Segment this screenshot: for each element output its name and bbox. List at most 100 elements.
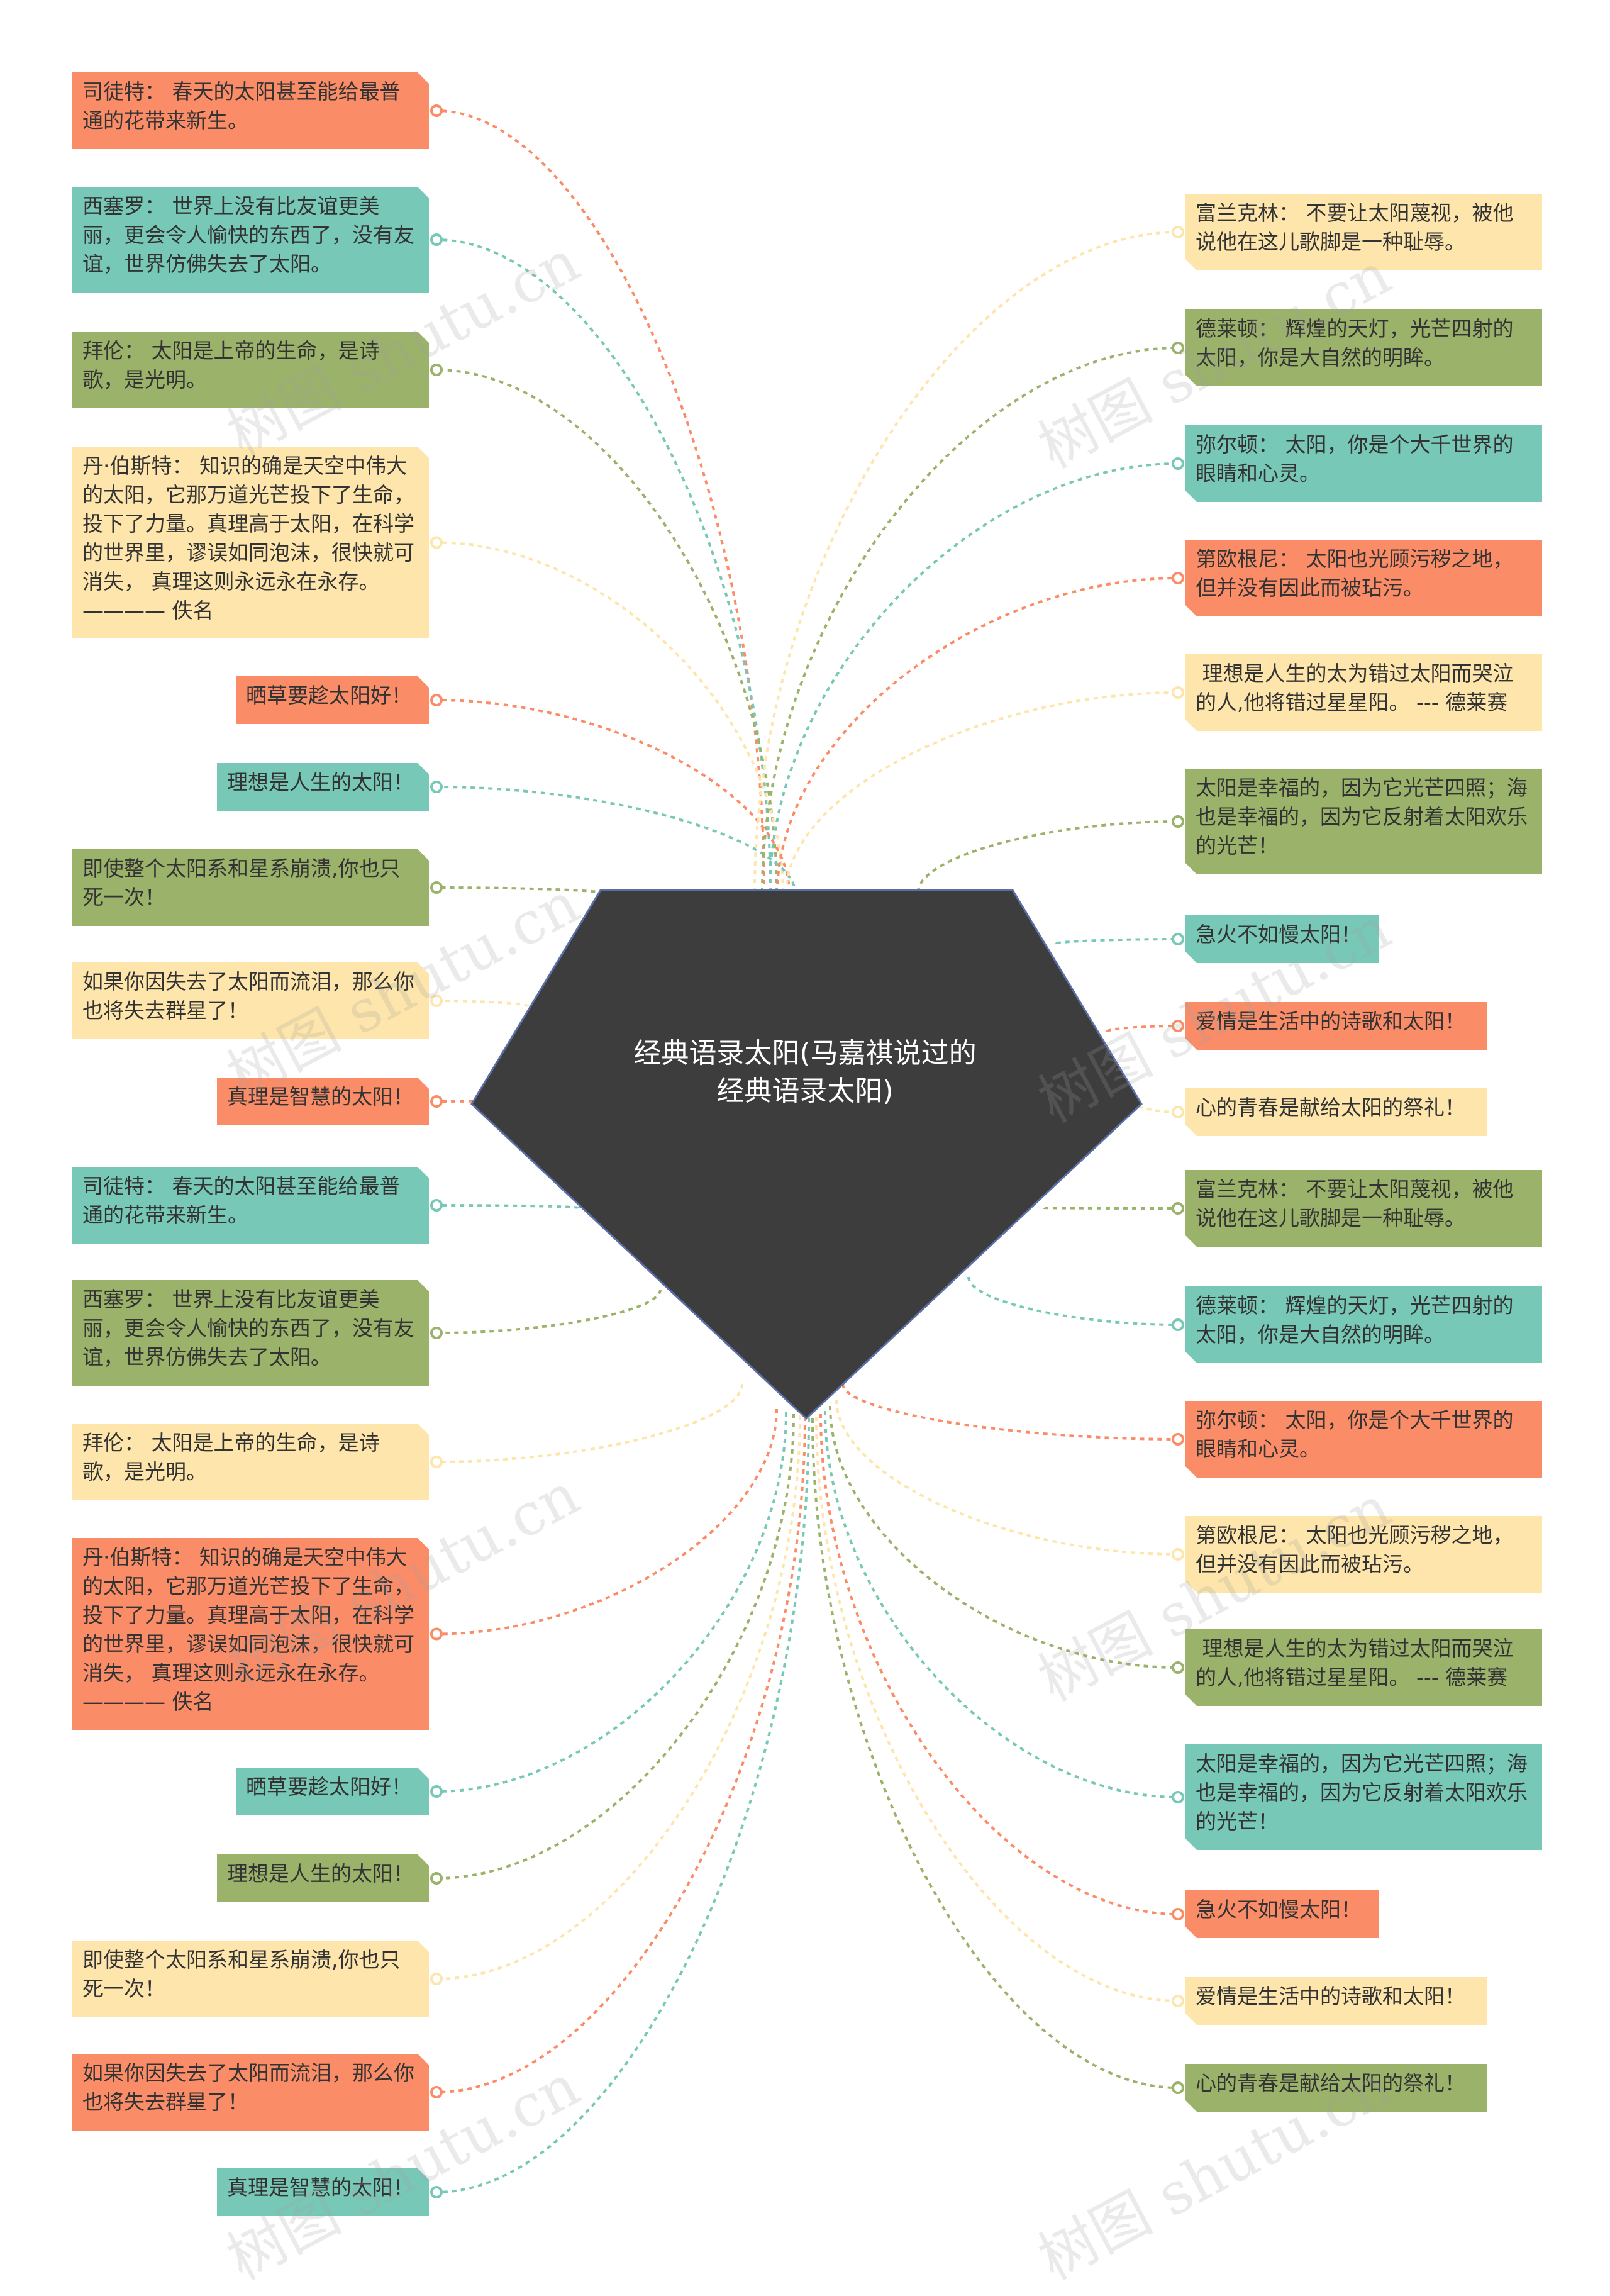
center-topic-shape <box>470 889 1143 1420</box>
left-topic-node[interactable]: 如果你因失去了太阳而流泪，那么你也将失去群星了！ <box>72 962 429 1039</box>
right-connector-dot <box>1172 1020 1184 1032</box>
right-topic-node[interactable]: 德莱顿： 辉煌的天灯，光芒四射的太阳，你是大自然的明眸。 <box>1185 1286 1542 1363</box>
left-connector-line <box>436 1416 806 2093</box>
right-connector-line <box>785 691 1179 894</box>
left-topic-node[interactable]: 司徒特： 春天的太阳甚至能给最普通的花带来新生。 <box>72 72 429 149</box>
right-topic-node[interactable]: 急火不如慢太阳！ <box>1185 915 1379 963</box>
right-connector-line <box>815 1416 1179 2002</box>
right-connector-line <box>1106 1025 1179 1033</box>
right-topic-node[interactable]: 弥尔顿： 太阳，你是个大千世界的眼睛和心灵。 <box>1185 1401 1542 1478</box>
left-topic-node[interactable]: 真理是智慧的太阳！ <box>217 1078 429 1125</box>
left-connector-line <box>436 1204 580 1209</box>
left-connector-dot <box>430 881 443 894</box>
left-topic-node[interactable]: 丹·伯斯特： 知识的确是天空中伟大的太阳，它那万道光芒投下了生命，投下了力量。真… <box>72 447 429 638</box>
right-topic-node[interactable]: 心的青春是献给太阳的祭礼！ <box>1185 1088 1487 1136</box>
left-connector-dot <box>430 1785 443 1798</box>
left-connector-line <box>436 1415 801 1980</box>
right-connector-dot <box>1172 1908 1184 1920</box>
right-connector-line <box>824 1410 1179 1798</box>
left-connector-dot <box>430 1973 443 1985</box>
left-topic-node[interactable]: 即使整个太阳系和星系崩溃,你也只死一次！ <box>72 1941 429 2017</box>
left-topic-node[interactable]: 理想是人生的太阳！ <box>217 763 429 811</box>
left-connector-line <box>436 238 772 893</box>
left-topic-node[interactable]: 西塞罗： 世界上没有比友谊更美丽，更会令人愉快的东西了，没有友谊，世界仿佛失去了… <box>72 187 429 293</box>
left-connector-dot <box>430 1199 443 1212</box>
left-topic-node[interactable]: 晒草要趁太阳好！ <box>236 1768 429 1815</box>
left-topic-node[interactable]: 如果你因失去了太阳而流泪，那么你也将失去群星了！ <box>72 2054 429 2131</box>
right-topic-node[interactable]: 理想是人生的太为错过太阳而哭泣的人,他将错过星星阳。 --- 德莱赛 <box>1185 1629 1542 1706</box>
left-connector-line <box>436 1383 743 1463</box>
right-connector-dot <box>1172 815 1184 828</box>
right-connector-dot <box>1172 1106 1184 1118</box>
left-connector-line <box>436 109 765 894</box>
left-connector-dot <box>430 1327 443 1339</box>
right-topic-node[interactable]: 爱情是生活中的诗歌和太阳！ <box>1185 1977 1487 2025</box>
right-topic-node[interactable]: 富兰克林： 不要让太阳蔑视，被他说他在这儿歌脚是一种耻辱。 <box>1185 194 1542 270</box>
left-connector-line <box>436 1289 662 1334</box>
left-topic-node[interactable]: 司徒特： 春天的太阳甚至能给最普通的花带来新生。 <box>72 1167 429 1244</box>
right-topic-node[interactable]: 第欧根尼： 太阳也光顾污秽之地，但并没有因此而被玷污。 <box>1185 540 1542 616</box>
right-connector-dot <box>1172 457 1184 470</box>
right-connector-line <box>967 1276 1179 1326</box>
right-topic-node[interactable]: 太阳是幸福的，因为它光芒四照；海也是幸福的，因为它反射着太阳欢乐的光芒！ <box>1185 769 1542 874</box>
left-topic-node[interactable]: 真理是智慧的太阳！ <box>217 2168 429 2216</box>
right-topic-node[interactable]: 德莱顿： 辉煌的天灯，光芒四射的太阳，你是大自然的明眸。 <box>1185 309 1542 386</box>
right-connector-line <box>917 820 1179 893</box>
left-connector-line <box>436 369 778 893</box>
right-topic-node[interactable]: 心的青春是献给太阳的祭礼！ <box>1185 2064 1487 2112</box>
left-topic-node[interactable]: 理想是人生的太阳！ <box>217 1854 429 1902</box>
left-connector-dot <box>430 2186 443 2198</box>
right-connector-dot <box>1172 1318 1184 1331</box>
left-connector-dot <box>430 1627 443 1641</box>
right-connector-dot <box>1172 2081 1184 2094</box>
left-topic-node[interactable]: 晒草要趁太阳好！ <box>236 676 429 724</box>
right-connector-line <box>829 1405 1179 1669</box>
right-connector-line <box>761 347 1179 893</box>
right-connector-line <box>841 1383 1179 1441</box>
right-topic-node[interactable]: 急火不如慢太阳！ <box>1185 1890 1379 1938</box>
left-connector-line <box>436 1417 810 2193</box>
left-topic-node[interactable]: 拜伦： 太阳是上帝的生命，是诗歌，是光明。 <box>72 1424 429 1500</box>
left-connector-dot <box>430 104 443 117</box>
right-topic-node[interactable]: 富兰克林： 不要让太阳蔑视，被他说他在这儿歌脚是一种耻辱。 <box>1185 1170 1542 1247</box>
left-topic-node[interactable]: 丹·伯斯特： 知识的确是天空中伟大的太阳，它那万道光芒投下了生命，投下了力量。真… <box>72 1538 429 1730</box>
left-topic-node[interactable]: 西塞罗： 世界上没有比友谊更美丽，更会令人愉快的东西了，没有友谊，世界仿佛失去了… <box>72 1280 429 1386</box>
right-connector-line <box>753 231 1179 893</box>
left-connector-dot <box>430 995 443 1007</box>
right-connector-dot <box>1172 1791 1184 1803</box>
left-connector-dot <box>430 1456 443 1468</box>
right-topic-node[interactable]: 弥尔顿： 太阳，你是个大千世界的眼睛和心灵。 <box>1185 425 1542 502</box>
right-connector-dot <box>1172 342 1184 354</box>
left-connector-dot <box>430 364 443 376</box>
right-connector-dot <box>1172 686 1184 699</box>
right-connector-line <box>811 1418 1179 2089</box>
right-connector-line <box>1055 938 1179 945</box>
right-connector-dot <box>1172 933 1184 945</box>
left-topic-node[interactable]: 即使整个太阳系和星系崩溃,你也只死一次！ <box>72 849 429 926</box>
left-connector-line <box>436 541 784 893</box>
left-connector-line <box>436 1000 530 1008</box>
left-connector-line <box>436 786 797 895</box>
right-topic-node[interactable]: 太阳是幸福的，因为它光芒四照；海也是幸福的，因为它反射着太阳欢乐的光芒！ <box>1185 1744 1542 1850</box>
right-connector-dot <box>1172 1548 1184 1561</box>
right-connector-dot <box>1172 1433 1184 1446</box>
left-connector-dot <box>430 233 443 246</box>
right-connector-dot <box>1172 226 1184 238</box>
right-connector-line <box>769 462 1179 893</box>
right-topic-node[interactable]: 第欧根尼： 太阳也光顾污秽之地，但并没有因此而被玷污。 <box>1185 1516 1542 1593</box>
center-topic-title[interactable]: 经典语录太阳(马嘉祺说过的经典语录太阳) <box>633 1037 977 1107</box>
right-connector-dot <box>1172 1661 1184 1674</box>
left-connector-line <box>436 699 791 894</box>
left-topic-node[interactable]: 拜伦： 太阳是上帝的生命，是诗歌，是光明。 <box>72 332 429 408</box>
right-connector-dot <box>1172 572 1184 584</box>
left-connector-line <box>436 1412 787 1793</box>
left-connector-dot <box>430 1872 443 1885</box>
left-connector-dot <box>430 694 443 706</box>
right-connector-line <box>835 1399 1179 1556</box>
right-topic-node[interactable]: 理想是人生的太为错过太阳而哭泣的人,他将错过星星阳。 --- 德莱赛 <box>1185 654 1542 731</box>
left-connector-dot <box>430 536 443 549</box>
right-connector-line <box>776 577 1179 894</box>
right-connector-dot <box>1172 1995 1184 2007</box>
right-topic-node[interactable]: 爱情是生活中的诗歌和太阳！ <box>1185 1002 1487 1050</box>
